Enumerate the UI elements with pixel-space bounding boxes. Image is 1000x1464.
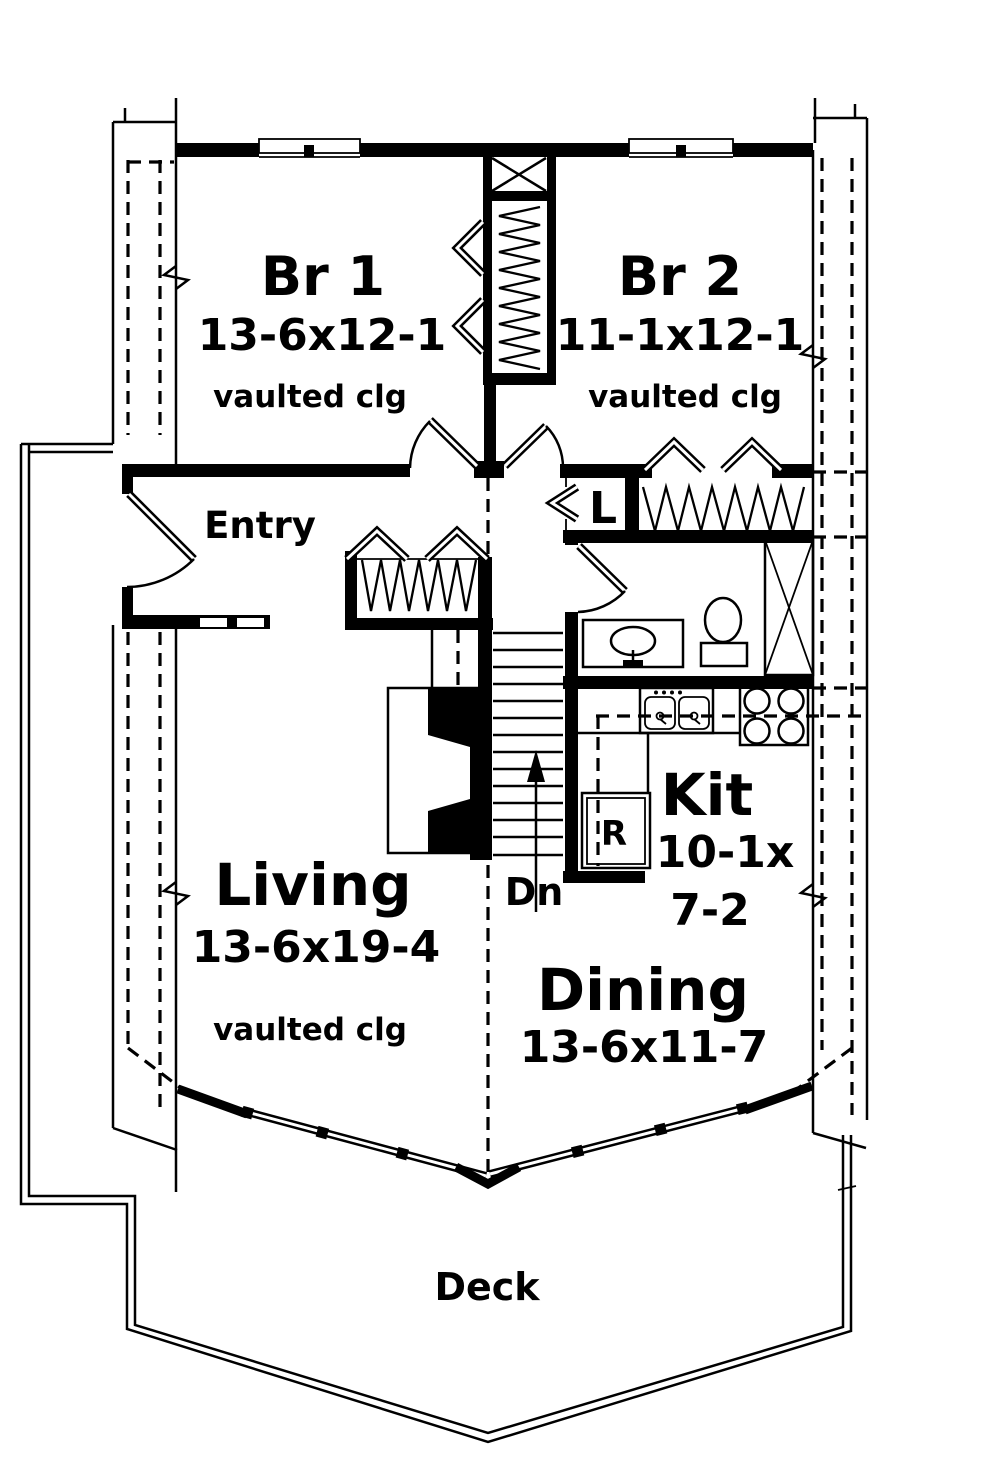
closet-rod-entry — [360, 559, 478, 612]
toilet-fixture — [703, 596, 743, 644]
refrigerator — [580, 791, 652, 870]
label-entry: Entry — [204, 504, 316, 547]
label-dining-name: Dining — [537, 956, 749, 1024]
closet-rod-br2 — [641, 482, 806, 536]
label-br1-ceiling: vaulted clg — [213, 379, 407, 415]
label-br2-name: Br 2 — [618, 245, 742, 308]
window-top-right — [628, 138, 734, 161]
label-refrigerator: R — [601, 814, 627, 854]
window-top-left — [258, 138, 361, 161]
deck-outline — [19, 442, 857, 1444]
angled-window-walls — [176, 1081, 814, 1190]
swing-doors — [126, 417, 628, 614]
bifold-doors — [344, 219, 784, 562]
shower-stall — [763, 538, 815, 677]
label-living-dim: 13-6x19-4 — [192, 922, 441, 973]
label-stairs-down: Dn — [505, 870, 564, 914]
faucet-icon — [623, 660, 643, 667]
label-br1-dim: 13-6x12-1 — [198, 310, 447, 361]
label-br2-ceiling: vaulted clg — [588, 379, 782, 415]
closet-rod-br1 — [498, 205, 541, 371]
roof-overhang-left — [111, 98, 191, 1192]
fireplace — [386, 630, 492, 855]
entry-railing — [122, 615, 270, 629]
stair-direction-arrow — [527, 750, 545, 912]
window-wall-vertex — [453, 1163, 522, 1190]
label-linen-closet: L — [589, 483, 617, 534]
label-kitchen-dim1: 10-1x — [656, 827, 795, 878]
roof-overhang-right — [792, 98, 869, 1150]
label-br2-dim: 11-1x12-1 — [556, 310, 805, 361]
kitchen-sink — [638, 686, 715, 735]
label-kitchen-name: Kit — [661, 761, 754, 829]
bedroom-divider-wall — [484, 380, 496, 470]
label-dining-dim: 13-6x11-7 — [520, 1022, 769, 1073]
label-living-ceiling: vaulted clg — [213, 1012, 407, 1048]
label-br1-name: Br 1 — [261, 245, 385, 308]
staircase — [493, 631, 563, 912]
label-deck: Deck — [434, 1265, 540, 1309]
wall-break-marks — [161, 265, 828, 908]
label-living-name: Living — [214, 851, 411, 919]
label-kitchen-dim2: 7-2 — [670, 885, 750, 936]
kitchen-fixtures — [578, 682, 866, 870]
toilet-tank — [699, 641, 749, 668]
range-burners — [738, 682, 810, 747]
closet-rods — [360, 205, 806, 612]
firebox-opening — [428, 735, 470, 811]
bathroom — [581, 538, 815, 677]
chimney-flue — [483, 150, 556, 385]
labels: Br 1 13-6x12-1 vaulted clg Br 2 11-1x12-… — [192, 245, 805, 1309]
walls — [122, 138, 813, 883]
